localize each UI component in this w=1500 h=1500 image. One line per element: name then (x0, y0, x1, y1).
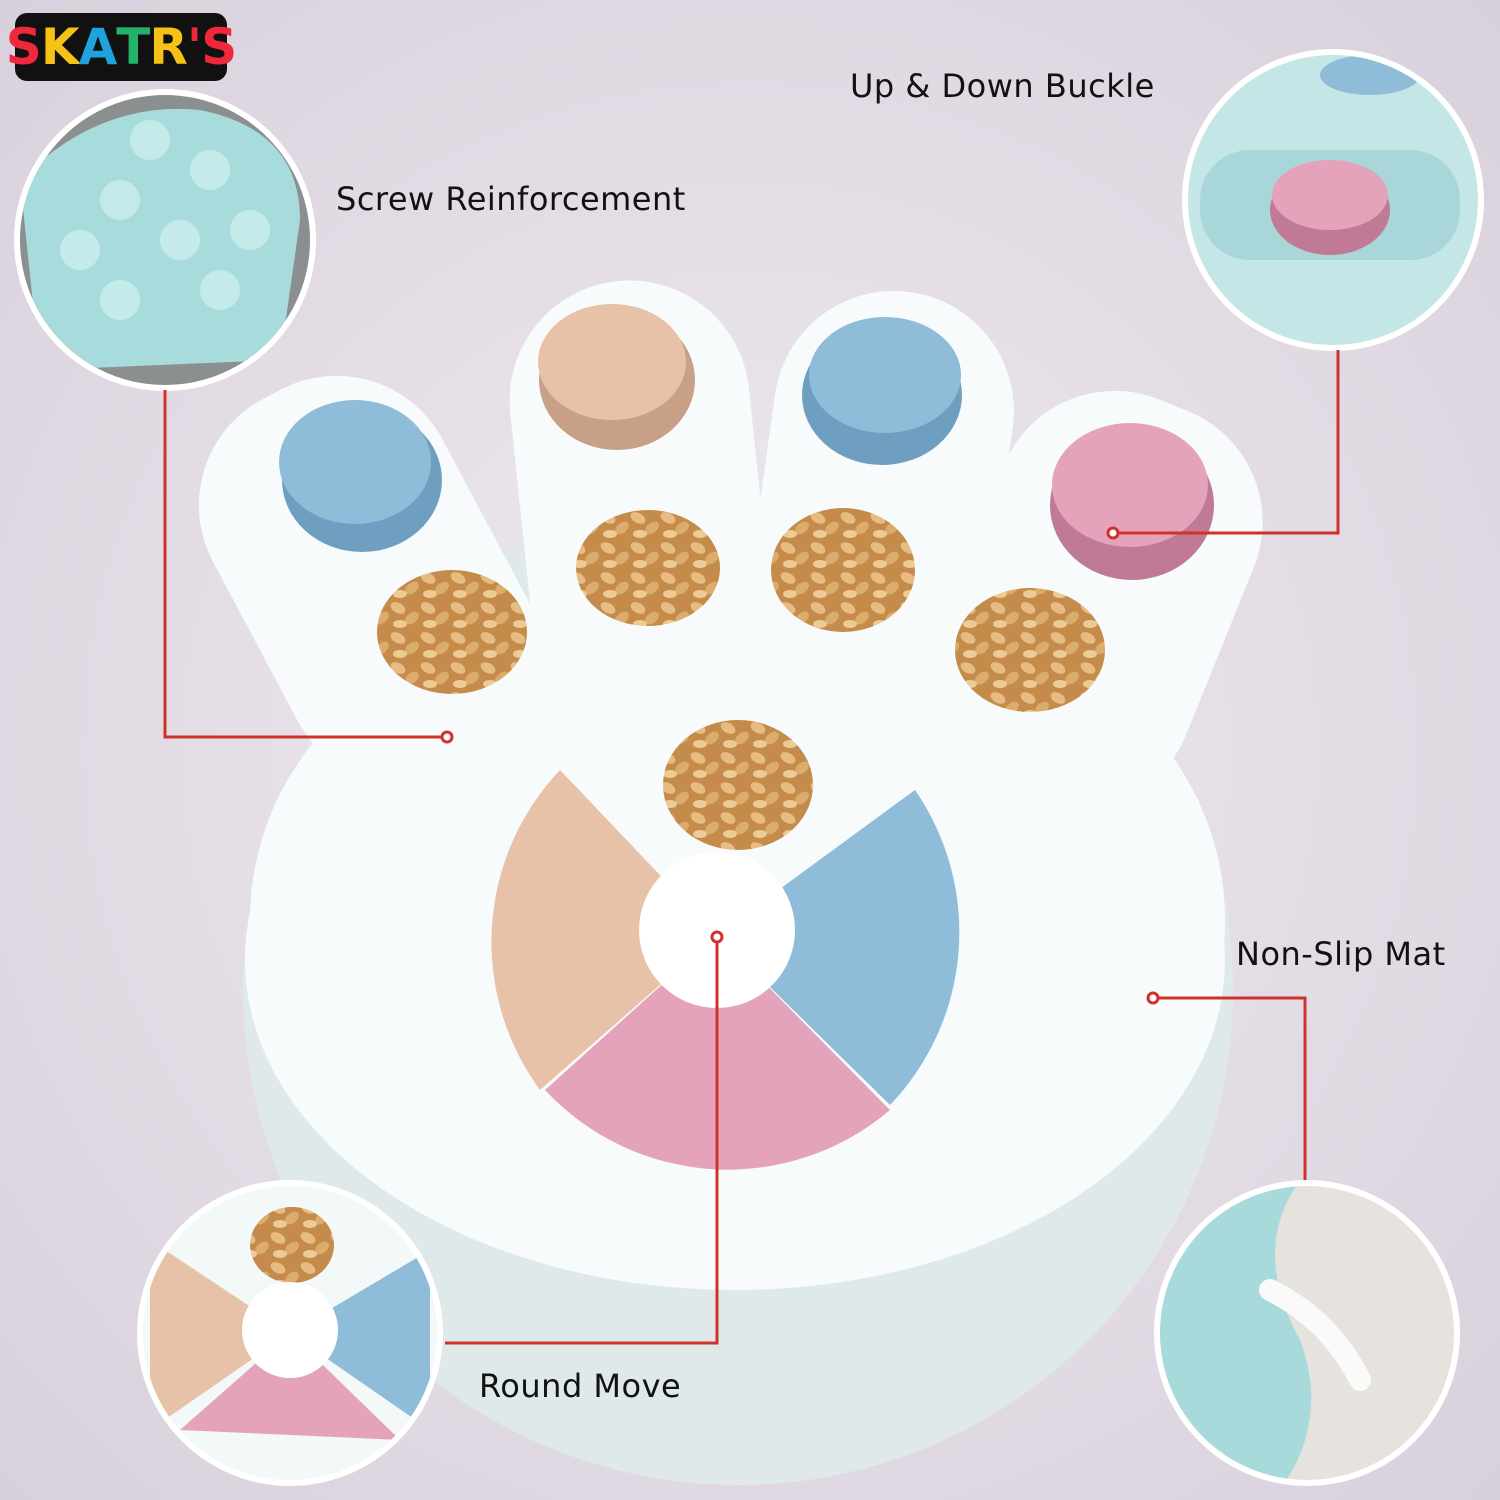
logo-letter: 'S (186, 18, 237, 76)
inset-round-move (137, 1180, 443, 1486)
label-screw-reinforcement: Screw Reinforcement (336, 180, 686, 218)
label-up-down-buckle: Up & Down Buckle (850, 67, 1155, 105)
logo-letter: K (40, 18, 80, 76)
logo-letter: S (5, 18, 42, 76)
inset-up-down-buckle (1182, 49, 1484, 351)
paw-board (198, 280, 1263, 1485)
callout-lines (163, 350, 1340, 1345)
label-non-slip-mat: Non-Slip Mat (1236, 935, 1446, 973)
logo-letter: A (78, 18, 118, 76)
inset-screw-reinforcement (14, 89, 316, 391)
inset-non-slip-mat (1154, 1180, 1460, 1486)
logo-letter: R (149, 18, 188, 76)
logo-letter: T (116, 18, 150, 76)
label-round-move: Round Move (479, 1367, 682, 1405)
brand-logo: S K A T R 'S (6, 13, 237, 81)
